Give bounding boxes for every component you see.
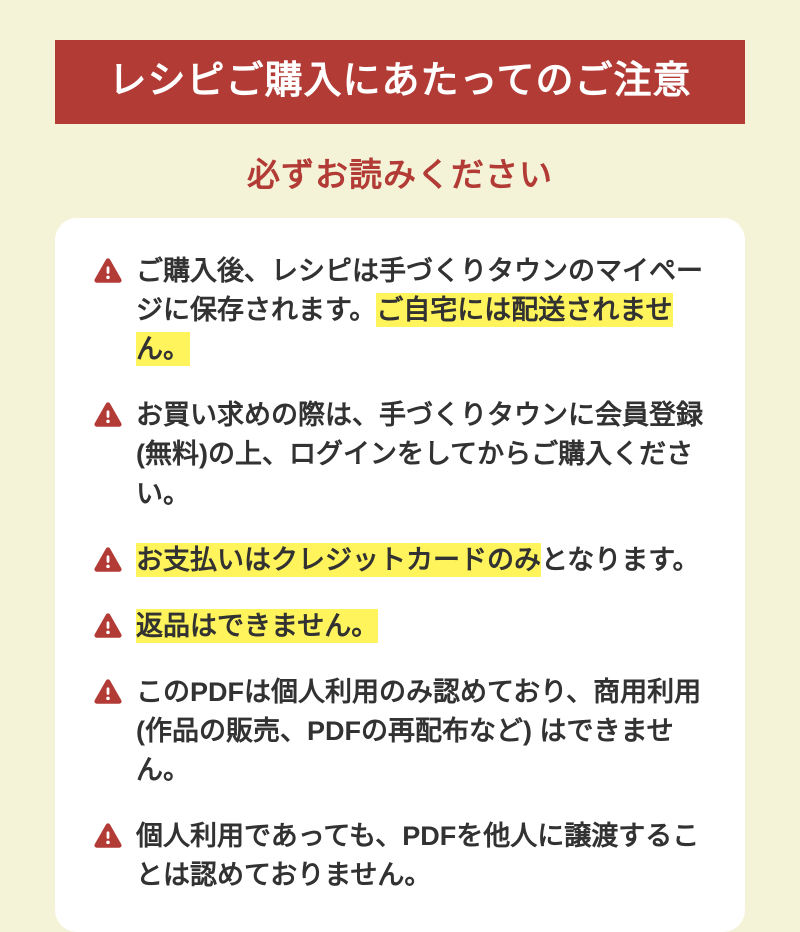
notice-page: レシピご購入にあたってのご注意 必ずお読みください ご購入後、レシピは手づくりタ… [55, 40, 745, 932]
plain-text: このPDFは個人利用のみ認めており、商用利用(作品の販売、PDFの再配布など) … [136, 676, 702, 786]
highlighted-text: お支払いはクレジットカードのみ [136, 542, 541, 577]
plain-text: 個人利用であっても、PDFを他人に譲渡することは認めておりません。 [136, 821, 700, 891]
highlighted-text: 返品はできません。 [136, 608, 379, 643]
warning-triangle-icon [93, 545, 123, 575]
warning-triangle-icon [93, 611, 123, 641]
notice-item: このPDFは個人利用のみ認めており、商用利用(作品の販売、PDFの再配布など) … [93, 673, 707, 790]
notice-card: ご購入後、レシピは手づくりタウンのマイページに保存されます。ご自宅には配送されま… [55, 217, 745, 932]
notice-text: ご購入後、レシピは手づくりタウンのマイページに保存されます。ご自宅には配送されま… [136, 252, 707, 369]
warning-triangle-icon [93, 400, 123, 430]
notice-item: お買い求めの際は、手づくりタウンに会員登録(無料)の上、ログインをしてからご購入… [93, 396, 707, 513]
notice-text: 個人利用であっても、PDFを他人に譲渡することは認めておりません。 [136, 817, 707, 895]
notice-list: ご購入後、レシピは手づくりタウンのマイページに保存されます。ご自宅には配送されま… [93, 252, 707, 896]
notice-item: ご購入後、レシピは手づくりタウンのマイページに保存されます。ご自宅には配送されま… [93, 252, 707, 369]
notice-text: お買い求めの際は、手づくりタウンに会員登録(無料)の上、ログインをしてからご購入… [136, 396, 707, 513]
notice-item: お支払いはクレジットカードのみとなります。 [93, 541, 707, 580]
banner: レシピご購入にあたってのご注意 [55, 40, 745, 124]
subtitle: 必ずお読みください [247, 155, 553, 193]
plain-text: お買い求めの際は、手づくりタウンに会員登録(無料)の上、ログインをしてからご購入… [136, 400, 703, 509]
banner-title: レシピご購入にあたってのご注意 [108, 60, 692, 102]
notice-item: 返品はできません。 [93, 607, 707, 646]
warning-triangle-icon [93, 677, 123, 707]
plain-text: ご購入後、レシピは手づくりタウンのマイページに保存されます。 [136, 255, 703, 325]
notice-text: お支払いはクレジットカードのみとなります。 [136, 541, 700, 580]
notice-item: 個人利用であっても、PDFを他人に譲渡することは認めておりません。 [93, 817, 707, 895]
notice-text: このPDFは個人利用のみ認めており、商用利用(作品の販売、PDFの再配布など) … [136, 673, 707, 790]
warning-triangle-icon [93, 821, 123, 851]
warning-triangle-icon [93, 256, 123, 286]
plain-text: となります。 [541, 544, 700, 575]
notice-text: 返品はできません。 [136, 607, 379, 646]
